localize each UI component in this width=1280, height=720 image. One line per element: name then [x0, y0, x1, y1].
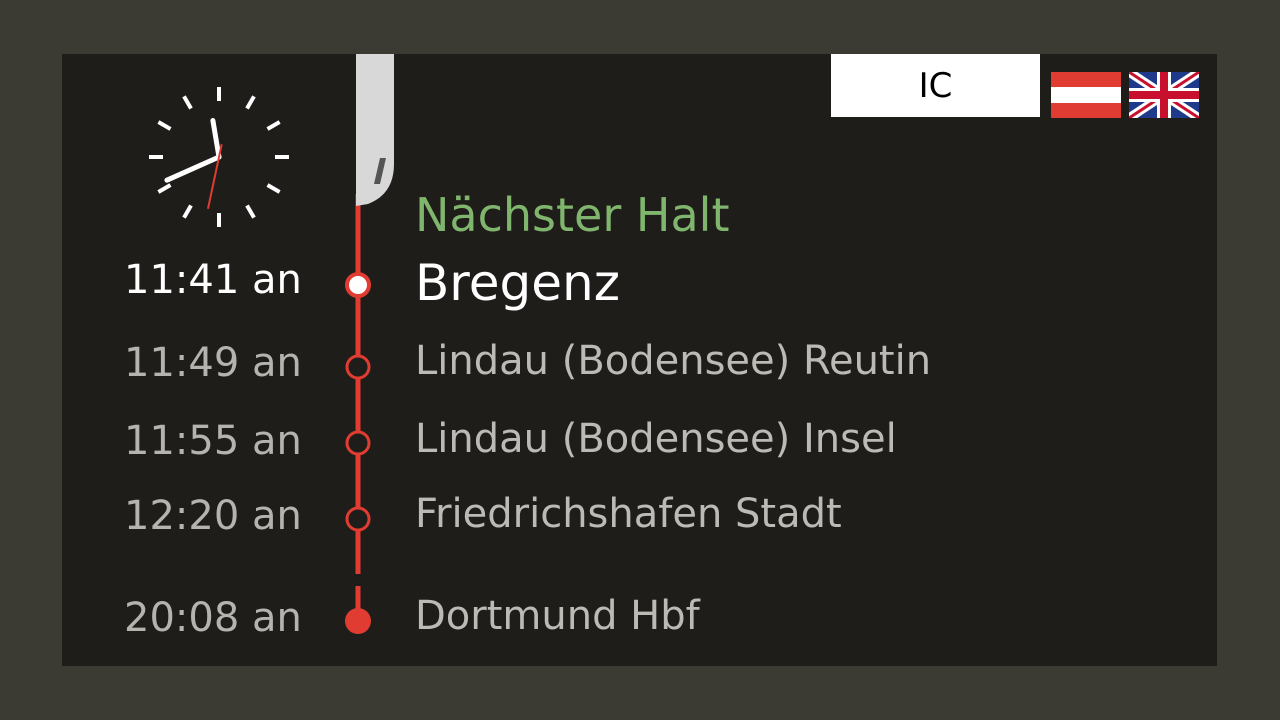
station-name: Lindau (Bodensee) Insel	[415, 416, 897, 462]
passenger-info-display: IC	[62, 54, 1217, 666]
next-stop-heading: Nächster Halt	[415, 188, 730, 242]
station-name-current: Bregenz	[415, 254, 620, 312]
stop-marker	[345, 506, 371, 532]
clock-tick	[266, 183, 281, 194]
second-hand	[207, 144, 223, 210]
clock-tick	[182, 95, 193, 110]
clock-tick	[245, 95, 256, 110]
station-name-final: Dortmund Hbf	[415, 593, 700, 639]
arrival-time: 11:49 an	[124, 340, 302, 386]
stop-marker-final	[345, 608, 371, 634]
arrival-time: 11:55 an	[124, 418, 302, 464]
clock-tick	[157, 120, 172, 131]
stop-marker	[345, 354, 371, 380]
clock-tick	[182, 204, 193, 219]
station-name: Friedrichshafen Stadt	[415, 491, 842, 537]
clock-tick	[266, 120, 281, 131]
arrival-time: 11:41 an	[124, 257, 302, 303]
arrival-time: 12:20 an	[124, 493, 302, 539]
austria-flag-icon[interactable]	[1051, 72, 1121, 118]
hour-hand	[210, 118, 222, 160]
station-name: Lindau (Bodensee) Reutin	[415, 338, 932, 384]
arrival-time-final: 20:08 an	[124, 595, 302, 641]
minute-hand	[164, 154, 222, 183]
clock-tick	[157, 183, 172, 194]
route-line	[345, 194, 371, 634]
clock-tick	[245, 204, 256, 219]
uk-flag-icon[interactable]	[1129, 72, 1199, 118]
clock-ticks	[149, 87, 289, 227]
train-type-badge: IC	[831, 54, 1040, 117]
train-position-icon	[356, 54, 394, 206]
stop-marker	[345, 430, 371, 456]
stop-marker-current	[345, 272, 371, 298]
analog-clock	[149, 87, 289, 227]
